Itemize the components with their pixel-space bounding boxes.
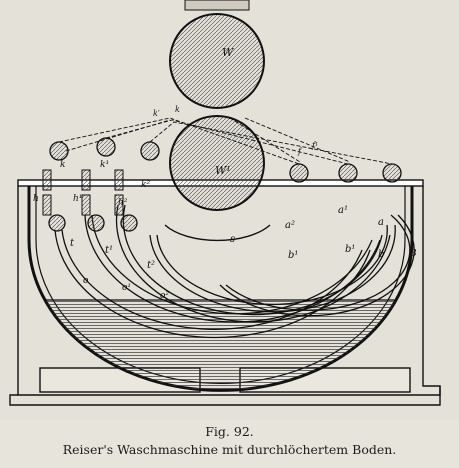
label-a2: a² [285,220,295,231]
label-b1: b¹ [345,244,355,255]
main-rollers [164,0,271,242]
label-k: k [60,160,65,170]
label-kprime: k′ [153,109,160,118]
figure-number: Fig. 92. [205,424,254,439]
label-o2: o² [160,291,169,301]
label-k-top: k [175,105,180,114]
label-h2: h² [118,198,128,208]
label-t2: t² [147,260,155,271]
label-o1: o¹ [122,283,131,293]
label-h1: h¹ [73,194,82,204]
label-roller-bottom: W¹ [215,164,231,177]
label-a1: a¹ [338,205,348,216]
label-f1: f¹ [311,141,318,150]
label-B: B [409,249,417,259]
label-f: f [297,147,303,156]
label-t: t [70,238,75,249]
label-a: a [378,217,384,228]
left-guides [42,169,124,216]
label-b1-left: b¹ [288,250,298,261]
label-k2: k² [141,180,150,190]
curved-ribs [54,204,415,339]
label-t1: t¹ [105,245,113,256]
label-s: s [230,234,235,245]
figure-title: Reiser's Waschmaschine mit durchlöcherte… [62,442,397,457]
label-h: h [33,194,39,204]
label-b: b [378,249,384,260]
diagram-labels: W W¹ k′ k k k¹ k² h h¹ h² t t¹ t² f f¹ a… [33,46,417,301]
label-o: o [83,276,89,286]
label-roller-top: W [222,46,235,59]
label-k1: k¹ [100,160,109,170]
cloth-path [58,117,393,165]
